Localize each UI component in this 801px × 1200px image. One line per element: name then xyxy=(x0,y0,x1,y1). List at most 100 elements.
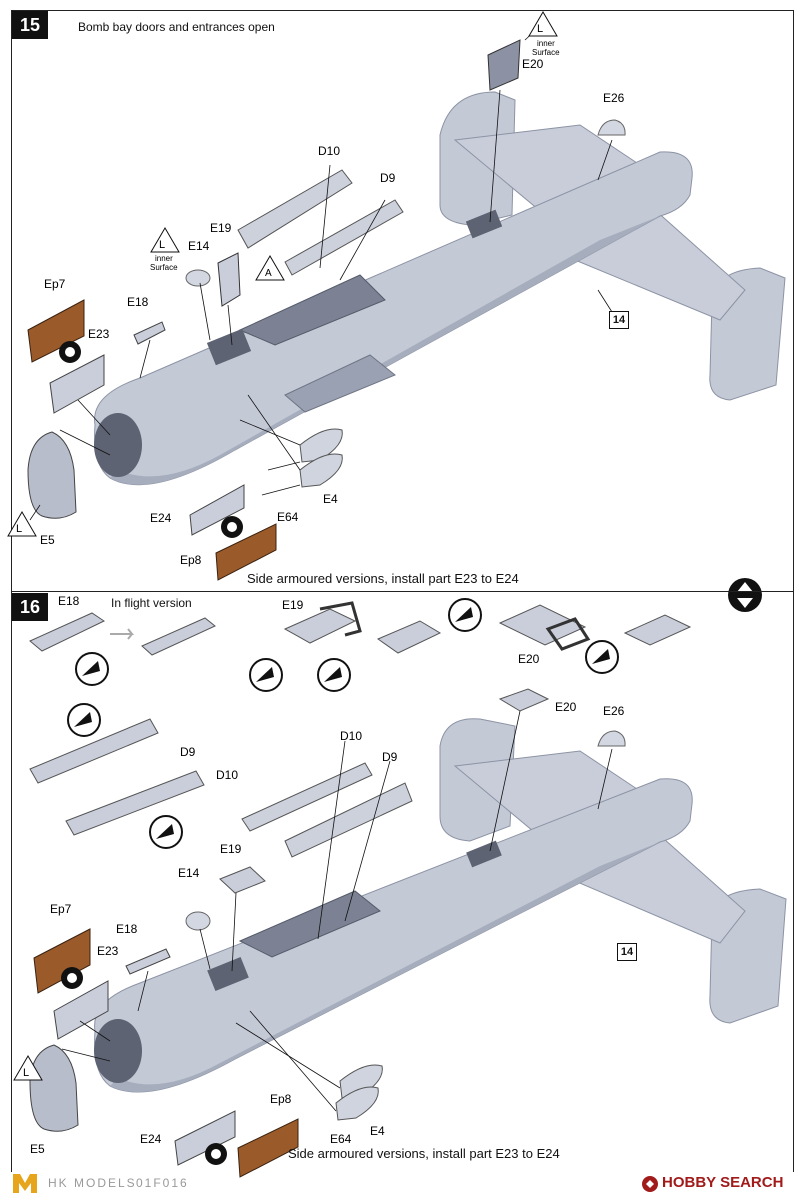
hatch-16 xyxy=(207,957,249,991)
lbl-e20: E20 xyxy=(555,700,577,714)
mid-hatch-16 xyxy=(466,840,502,868)
lbl-e18: E18 xyxy=(116,922,138,936)
part-d9-16 xyxy=(284,782,413,858)
d10-detail xyxy=(65,770,205,836)
lbl-e26: E26 xyxy=(603,91,625,105)
glue-symbol-2 xyxy=(221,516,243,538)
part-e5-nose xyxy=(27,431,77,519)
part-e14-16 xyxy=(185,911,211,931)
lbl-ep7: Ep7 xyxy=(50,902,72,916)
hk-models-logo xyxy=(13,1174,37,1193)
lbl-e64: E64 xyxy=(330,1132,352,1146)
e19-frame xyxy=(319,601,362,637)
cockpit-opening-16 xyxy=(238,890,381,958)
part-e23-plate xyxy=(49,354,105,414)
step-15-frame xyxy=(11,10,794,591)
lbl-l2: L xyxy=(159,239,165,251)
lbl-e14: E14 xyxy=(188,239,210,253)
fuselage xyxy=(94,151,693,486)
footer-brand: HK MODELS xyxy=(48,1176,137,1190)
inner-surface-triangle-1 xyxy=(528,11,558,37)
lbl-e23: E23 xyxy=(97,944,119,958)
inner-surface-2b: Surface xyxy=(150,263,178,272)
step-16-notice: Side armoured versions, install part E23… xyxy=(288,1146,560,1161)
part-e18-strip xyxy=(133,321,166,345)
step-15-number: 15 xyxy=(12,11,48,39)
part-ep8-decal xyxy=(215,523,277,581)
lbl-ep7: Ep7 xyxy=(44,277,66,291)
lbl-e19: E19 xyxy=(210,221,232,235)
lbl-l: L xyxy=(23,1067,29,1079)
watermark-icon xyxy=(642,1176,658,1192)
part-ep7-decal xyxy=(27,299,85,363)
fuselage-shade xyxy=(110,216,660,485)
part-e18-16 xyxy=(125,948,171,975)
lbl-d10: D10 xyxy=(318,144,340,158)
top-hatch xyxy=(206,328,252,366)
lbl-d9: D9 xyxy=(380,171,396,185)
lbl-e18: E18 xyxy=(127,295,149,309)
lbl-e4: E4 xyxy=(370,1124,385,1138)
step-15-notice: Side armoured versions, install part E23… xyxy=(247,571,519,586)
lbl-d9: D9 xyxy=(382,750,398,764)
bomb-bay xyxy=(284,354,396,413)
cement-icon-7 xyxy=(149,815,183,849)
fuselage-shade-16 xyxy=(110,842,660,1092)
nose-opening-16 xyxy=(94,1019,142,1083)
lbl-e64: E64 xyxy=(277,510,299,524)
inner-surface-triangle-16 xyxy=(13,1055,43,1081)
part-e24-16 xyxy=(174,1110,236,1166)
lbl-ep8: Ep8 xyxy=(180,553,202,567)
cement-icon-5 xyxy=(585,640,619,674)
marker-a-triangle xyxy=(255,255,285,281)
cement-icon-1 xyxy=(75,652,109,686)
d9-detail xyxy=(29,718,159,784)
e19-result xyxy=(376,620,442,654)
lbl-e24: E24 xyxy=(140,1132,162,1146)
lbl-e20-top: E20 xyxy=(518,652,540,666)
flip-over-icon xyxy=(728,578,762,612)
part-e23-16 xyxy=(53,980,109,1040)
part-ep8-16 xyxy=(237,1118,299,1178)
part-d9-door xyxy=(284,199,404,276)
lbl-e4: E4 xyxy=(323,492,338,506)
lbl-e26: E26 xyxy=(603,704,625,718)
cement-icon-4 xyxy=(448,598,482,632)
arrow-right xyxy=(110,628,135,640)
part-e14-dome xyxy=(185,269,211,287)
lbl-l1: L xyxy=(537,23,543,35)
watermark-text: HOBBY SEARCH xyxy=(662,1174,784,1191)
glue-symbol-16a xyxy=(61,967,83,989)
part-e19-door xyxy=(217,252,241,307)
lbl-e14: E14 xyxy=(178,866,200,880)
lbl-ep8: Ep8 xyxy=(270,1092,292,1106)
part-e4-lower xyxy=(299,453,343,488)
lbl-e5: E5 xyxy=(40,533,55,547)
inner-surface-1b: Surface xyxy=(532,48,560,57)
lbl-e5: E5 xyxy=(30,1142,45,1156)
glue-symbol-1 xyxy=(59,341,81,363)
inner-surface-1a: inner xyxy=(537,39,555,48)
part-e20-16 xyxy=(498,688,550,712)
lbl-d9-left: D9 xyxy=(180,745,196,759)
mid-hatch xyxy=(465,209,503,239)
lbl-e19-top: E19 xyxy=(282,598,304,612)
cement-icon-6 xyxy=(67,703,101,737)
step-16-caption: In flight version xyxy=(111,596,192,610)
footer-code: 01F016 xyxy=(136,1176,189,1190)
glue-symbol-16b xyxy=(205,1143,227,1165)
step-15-caption: Bomb bay doors and entrances open xyxy=(78,20,275,34)
step-15-ref-box: 14 xyxy=(609,311,629,329)
e20-frame xyxy=(545,617,591,651)
lbl-l3: L xyxy=(16,523,22,535)
lbl-e24: E24 xyxy=(150,511,172,525)
cement-icon-3 xyxy=(317,658,351,692)
lbl-a: A xyxy=(265,268,272,279)
part-e19-16 xyxy=(219,866,266,894)
e20-detail xyxy=(498,604,587,646)
lbl-e23: E23 xyxy=(88,327,110,341)
inner-surface-2a: inner xyxy=(155,254,173,263)
lbl-d10-left: D10 xyxy=(216,768,238,782)
step-16-diagram: L E18 E19 E20 D9 D10 E20 E26 D10 D9 E19 … xyxy=(13,594,787,1178)
